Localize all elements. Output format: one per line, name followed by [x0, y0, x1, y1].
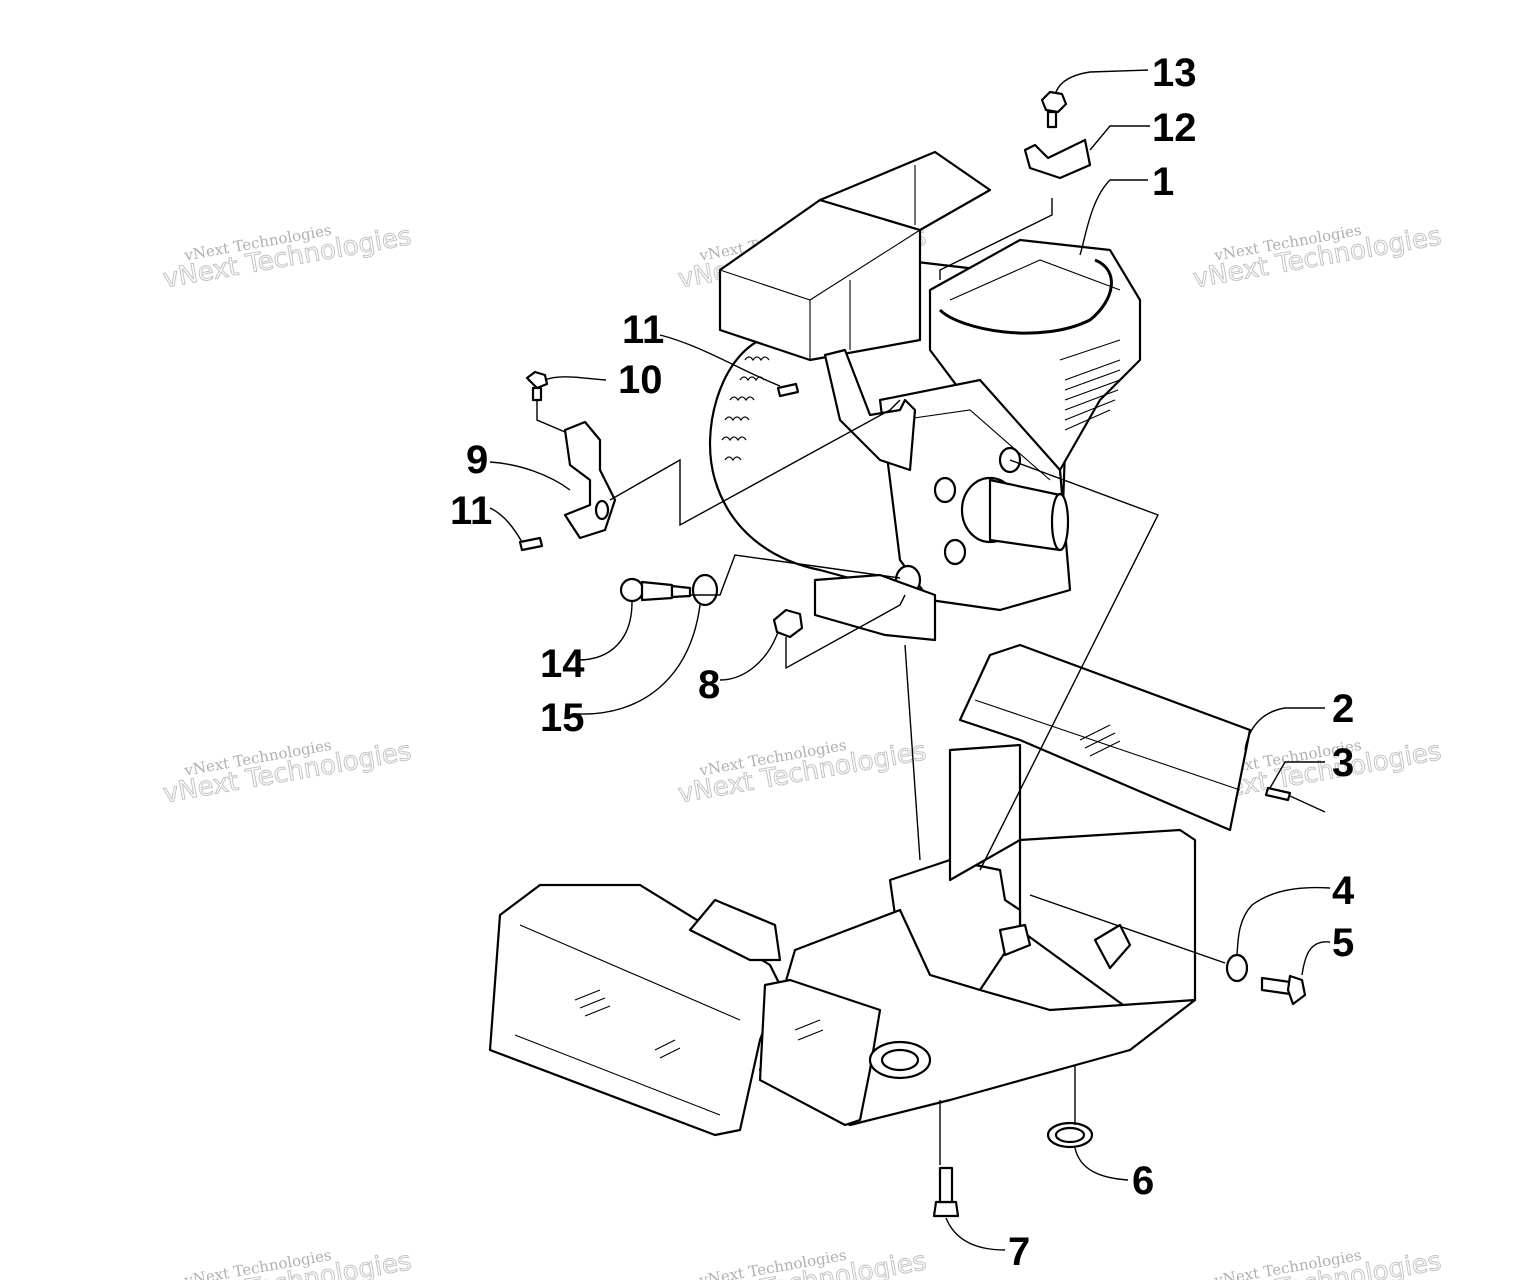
- callout-6: 6: [1132, 1159, 1154, 1203]
- callout-11-upper: 11: [622, 308, 664, 352]
- callout-10: 10: [618, 358, 663, 402]
- callout-14: 14: [540, 642, 585, 686]
- leader-lines: [489, 69, 1331, 1251]
- callout-4: 4: [1332, 869, 1355, 913]
- callout-12: 12: [1152, 106, 1197, 150]
- callout-11-lower: 11: [450, 489, 492, 533]
- callout-1: 1: [1152, 160, 1174, 204]
- callout-15: 15: [540, 696, 585, 740]
- engine-assembly: [708, 150, 1142, 642]
- callout-labels: 13 12 1 11 10 9 11 14 15 8 2 3 4 5 6 7: [450, 51, 1355, 1274]
- callout-7: 7: [1008, 1230, 1030, 1274]
- callout-9: 9: [466, 438, 488, 482]
- callout-5: 5: [1332, 921, 1354, 965]
- callout-3: 3: [1332, 741, 1354, 785]
- small-parts: [518, 90, 1326, 1218]
- frame-assembly: [488, 643, 1252, 1137]
- callout-13: 13: [1152, 51, 1197, 95]
- callout-2: 2: [1332, 687, 1354, 731]
- callout-8: 8: [698, 663, 720, 707]
